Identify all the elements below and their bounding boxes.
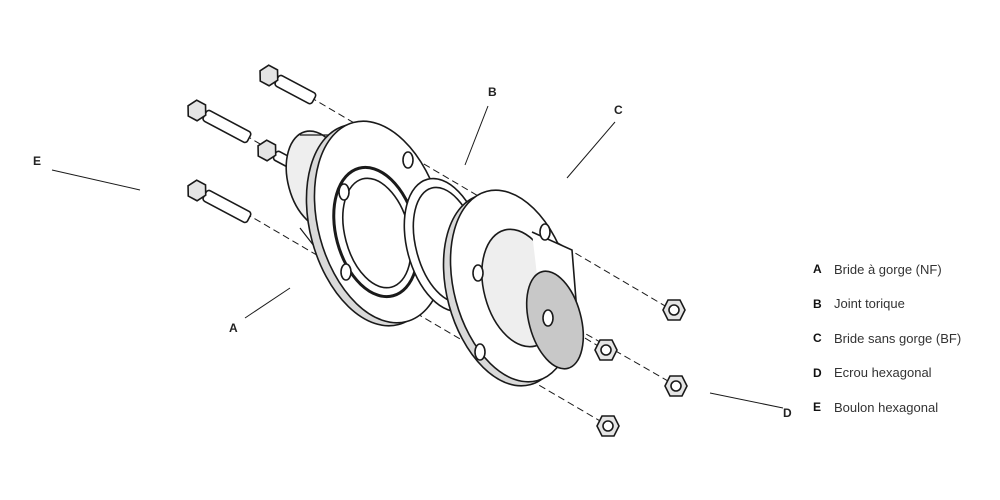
hex-bolt [187,99,252,144]
hex-nuts [594,299,688,437]
callout-c: C [614,103,623,117]
callout-d: D [783,406,792,420]
legend-label: Boulon hexagonal [834,399,939,415]
hex-nut [662,299,686,321]
legend-item: D Ecrou hexagonal [813,356,961,391]
legend-key: D [813,365,822,380]
callout-b: B [488,85,497,99]
legend-key: B [813,296,822,311]
parts-legend: A Bride à gorge (NF) B Joint torique C Brid… [813,252,961,425]
legend-label: Joint torique [834,296,905,312]
legend-item: B Joint torique [813,287,961,322]
leader-lines [51,105,784,409]
hex-nut [596,415,620,437]
legend-key: A [813,262,822,277]
legend-label: Bride à gorge (NF) [834,261,942,277]
flange-c-slip-on [442,189,585,387]
legend-item: C Bride sans gorge (BF) [813,321,961,356]
hex-nut [664,375,688,397]
legend-label: Ecrou hexagonal [834,365,932,381]
legend-item: A Bride à gorge (NF) [813,252,961,287]
legend-label: Bride sans gorge (BF) [834,330,962,346]
legend-key: E [813,400,822,415]
hex-bolt [187,179,252,224]
hex-bolt [259,64,317,105]
callout-a: A [229,321,238,335]
hex-nut [594,339,618,361]
legend-key: C [813,331,822,346]
legend-item: E Boulon hexagonal [813,390,961,425]
callout-e: E [33,154,42,168]
flange-a-weld-neck [285,120,447,327]
